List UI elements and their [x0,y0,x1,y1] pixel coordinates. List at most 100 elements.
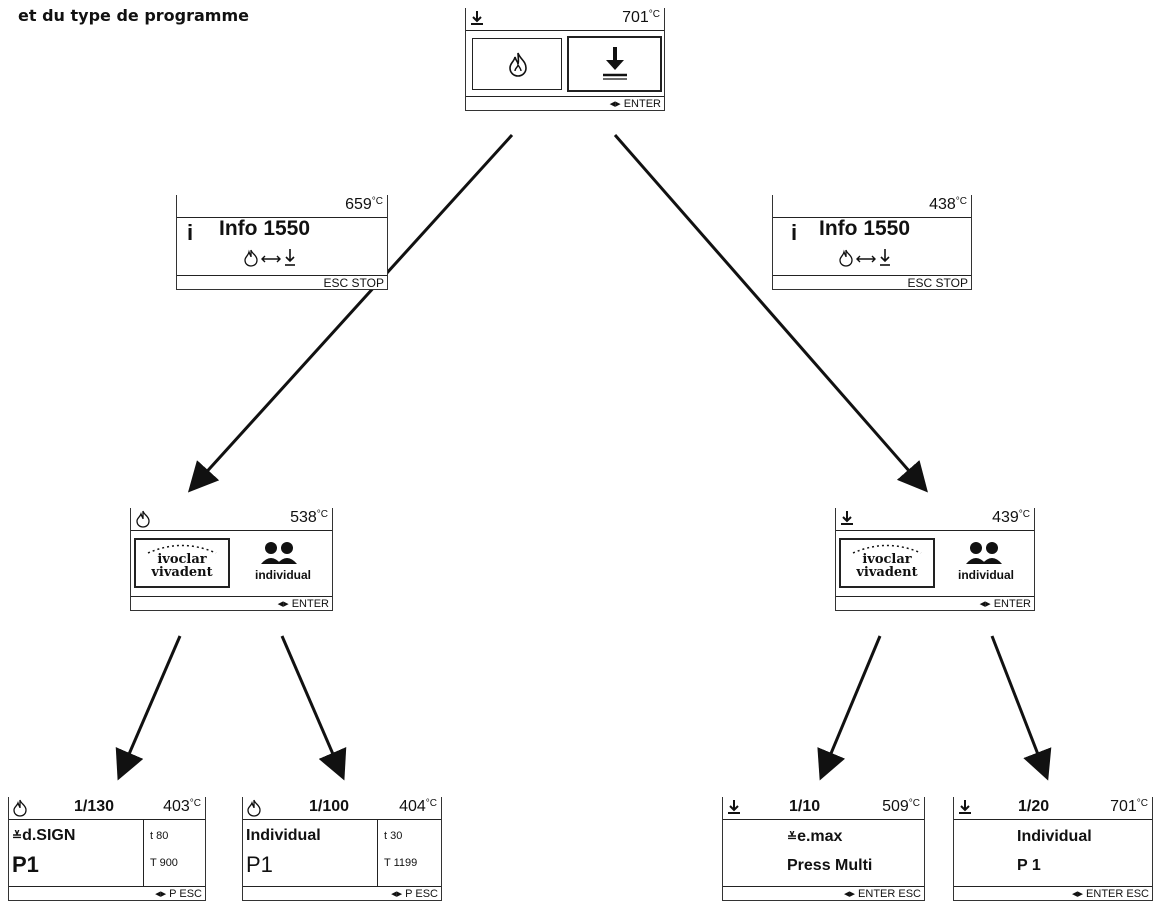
press-mode-tile[interactable] [567,36,662,92]
temp-unit: °C [1136,798,1148,809]
b2-divider [377,819,378,887]
info-left-footer: ESC STOP [177,275,387,290]
b4-temp: 701 [1110,798,1137,815]
individual-label[interactable]: individual [254,568,311,582]
b1-program-number: 1/130 [74,798,115,815]
b1-p: P1 [12,852,39,877]
flame-icon [136,510,150,528]
flame-icon [13,799,27,817]
b1-header: 1/130 403°C [9,797,205,820]
b3-program-name-2: Press Multi [787,857,873,874]
info-screen-right: 438°C i Info 1550 ESC STOP [772,195,972,290]
logo-arc-icon [147,544,217,554]
info-left-header: 659°C [177,195,387,218]
b4-program-number: 1/20 [1018,798,1050,815]
mid-left-header: 538°C [131,508,332,531]
info-right-footer: ESC STOP [773,275,971,290]
b3-program-name: ≚e.max [787,828,842,846]
b2-footer: ◂▸ P ESC [243,886,441,900]
arrow-midright-b3 [817,635,882,781]
arrow-midright-b4 [990,635,1052,781]
b1-temp: 403 [163,798,190,815]
b3-footer: ◂▸ ENTER ESC [723,886,924,900]
info-left-title: Info 1550 [219,217,311,240]
mid-right-header: 439°C [836,508,1034,531]
info-right-title: Info 1550 [819,217,911,240]
b1-divider [143,819,144,887]
press-down-icon [959,800,971,814]
info-left-temp: 659 [345,196,372,213]
logo-line1: ivoclar [157,552,207,567]
b1-program-name: ≚d.SIGN [12,827,75,845]
program-screen-emax: 1/10 509°C ≚e.max Press Multi ◂▸ ENTER E… [722,797,925,901]
arrow-top-right [613,134,928,493]
people-icon [966,542,1002,564]
b2-temp: 404 [399,798,426,815]
mid-left-footer: ◂▸ ENTER [131,596,332,610]
material-icon: ≚ [12,829,23,843]
people-icon [261,542,297,564]
info-icon: i [187,220,194,245]
b3-program-number: 1/10 [789,798,821,815]
info-right-temp: 438 [929,196,956,213]
temp-unit: °C [955,196,967,207]
fire-press-toggle-icon [244,249,295,267]
b2-p: P1 [246,852,273,877]
top-screen: 701°C ◂▸ ENTER [465,8,665,111]
flame-icon [247,799,261,817]
logo-arc-icon [852,544,922,554]
b2-program-number: 1/100 [309,798,350,815]
press-down-icon [603,47,627,80]
b1-T: T 900 [150,857,178,869]
logo-line2: vivadent [151,565,213,580]
flame-icon [509,52,527,77]
temp-unit: °C [371,196,383,207]
info-screen-left: 659°C i Info 1550 ESC STOP [176,195,388,290]
b3-temp: 509 [882,798,909,815]
b3-header: 1/10 509°C [723,797,924,820]
top-screen-header: 701°C [466,8,664,31]
b1-t: t 80 [150,830,169,842]
b1-name-text: d.SIGN [22,827,76,844]
mid-right-temp: 439 [992,509,1019,526]
temp-unit: °C [908,798,920,809]
press-down-icon [728,800,740,814]
temp-unit: °C [316,509,328,520]
temp-unit: °C [648,9,660,20]
arrow-top-left [187,133,514,493]
b1-footer: ◂▸ P ESC [9,886,205,900]
arrow-midleft-b2 [280,635,347,781]
b4-footer: ◂▸ ENTER ESC [954,886,1152,900]
mid-right-footer: ◂▸ ENTER [836,596,1034,610]
individual-label[interactable]: individual [957,568,1014,582]
logo-line1: ivoclar [862,552,912,567]
material-icon: ≚ [787,830,798,844]
page-heading: et du type de programme [18,6,249,25]
b2-T: T 1199 [384,857,418,869]
info-icon: i [791,220,798,245]
b2-program-name: Individual [246,827,321,844]
press-down-icon [841,511,853,525]
mid-left-temp: 538 [290,509,317,526]
program-screen-individual-1: 1/100 404°C Individual P1 t 30 T 1199 ◂▸… [242,797,442,901]
temp-unit: °C [1018,509,1030,520]
top-footer: ◂▸ ENTER [466,96,664,110]
press-down-icon [471,11,483,25]
logo-line2: vivadent [856,565,918,580]
fire-mode-tile[interactable] [472,38,562,90]
temp-unit: °C [189,798,201,809]
b2-t: t 30 [384,830,403,842]
b4-header: 1/20 701°C [954,797,1152,820]
b4-p: P 1 [1017,857,1041,874]
top-temp: 701 [622,9,649,26]
b3-name-text: e.max [797,828,843,845]
b2-header: 1/100 404°C [243,797,441,820]
program-screen-dsign: 1/130 403°C ≚d.SIGN P1 t 80 T 900 ◂▸ P E… [8,797,206,901]
